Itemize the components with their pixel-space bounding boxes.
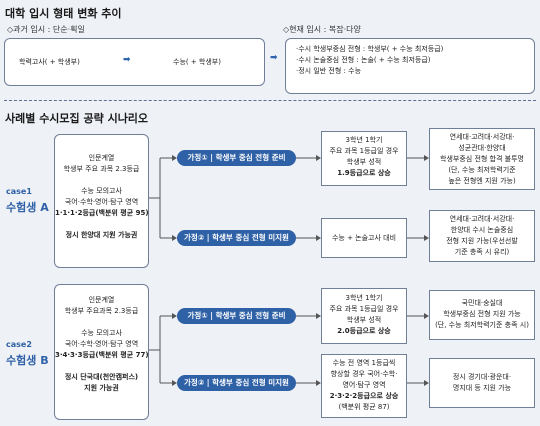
case-a-r2-line: 연세대·고려대·서강대·	[449, 215, 515, 223]
case-b-s2-line: 수능 전 영역 1등급씩	[332, 359, 396, 367]
section-divider	[4, 100, 536, 101]
case-b-s2-line: 영어·탐구 영역	[342, 381, 386, 389]
case-b-profile-line: 인문계열	[88, 296, 115, 304]
case-a-profile-line: 국어·수학·영어·탐구 영역	[64, 198, 139, 206]
case-a-s2-line: 수능 + 논술고사 대비	[331, 234, 397, 242]
case-b-profile-line: 수능 모의고사	[81, 329, 122, 337]
past-exam-label: ◇과거 입시 : 단순·획일	[7, 25, 85, 34]
case-b-scenario2-pill: 가정② | 학생부 중심 전형 미지원	[177, 375, 296, 391]
case-b-s2-line: 향상할 경우 국어·수학·	[330, 370, 398, 378]
case-a-s1-line: 학생부 성적	[346, 158, 382, 166]
case-a-profile-line	[55, 219, 148, 230]
case-b-s1-line: 2.0등급으로 상승	[337, 327, 391, 335]
case-b-r1-line: 국민대·숭실대	[461, 299, 503, 307]
case-b-label: case2	[6, 340, 32, 349]
case-b-scenario1-box: 3학년 1학기 주요 과목 1등급일 경우 학생부 성적 2.0등급으로 상승	[321, 288, 407, 344]
present-item-1: ·수시 학생부중심 전형 : 학생부( + 수능 최저등급)	[296, 45, 444, 53]
case-a-s1-line: 1.9등급으로 상승	[337, 169, 391, 177]
case-a-student: 수험생 A	[6, 201, 49, 214]
arrow-icon: ➡	[270, 53, 278, 63]
case-a-label: case1	[6, 187, 32, 196]
case-a-scenario2-result: 연세대·고려대·서강대· 한양대 수시 논술중심 전형 지원 가능(우선선발 기…	[429, 210, 535, 262]
case-a-r2-line: 기준 충족 시 유리)	[454, 248, 510, 256]
case-b-profile-line: 국어·수학·영어·탐구 영역	[64, 340, 139, 348]
case-b-profile-line: 3·4·3·3등급(백분위 평균 77)	[55, 351, 149, 359]
case-a-r2-line: 전형 지원 가능(우선선발	[446, 237, 518, 245]
case-b-profile-line: 학생부 주요과목 2.3등급	[64, 307, 139, 315]
case-a-r1-line: 연세대·고려대·서강대·	[449, 133, 515, 141]
case-a-profile-line: 1·1·1·2등급(백분위 평균 95)	[55, 209, 149, 217]
section2-title: 사례별 수시모집 공략 시나리오	[5, 112, 149, 125]
case-a-profile-line: 인문계열	[88, 154, 115, 162]
case-b-s2-line: (백분위 평균 87)	[338, 403, 390, 411]
case-a-r2-line: 한양대 수시 논술중심	[450, 226, 514, 234]
case-b-s2-line: 2·3·2·2등급으로 상승	[329, 392, 399, 400]
past-item-2: 수능( + 학생부)	[173, 58, 221, 66]
case-a-s1-line: 3학년 1학기	[345, 136, 383, 144]
case-b-s1-line: 학생부 성적	[346, 316, 382, 324]
case-a-profile: 인문계열 학생부 주요 과목 2.3등급 수능 모의고사 국어·수학·영어·탐구…	[54, 134, 149, 268]
arrow-icon: ➡	[123, 55, 131, 65]
case-b-scenario1-pill: 가정① | 학생부 중심 전형 준비	[177, 308, 296, 324]
case-a-profile-line: 학생부 주요 과목 2.3등급	[63, 165, 140, 173]
case-a-scenario1-box: 3학년 1학기 주요 과목 1등급일 경우 학생부 성적 1.9등급으로 상승	[321, 131, 407, 186]
case-b-profile: 인문계열 학생부 주요과목 2.3등급 수능 모의고사 국어·수학·영어·탐구 …	[54, 284, 149, 420]
case-b-r1-line: 학생부중심 전형 지원 가능	[443, 310, 521, 318]
present-item-2: ·수시 논술중심 전형 : 논술( + 수능 최저등급)	[296, 56, 431, 64]
past-item-1: 학력고사( + 학생부)	[19, 58, 80, 66]
present-exam-box: ·수시 학생부중심 전형 : 학생부( + 수능 최저등급) ·수시 논술중심 …	[285, 38, 535, 94]
present-exam-label: ◇현재 입시 : 복잡·다양	[283, 25, 361, 34]
case-b-r2-line: 정시 경기대·광운대·	[452, 373, 512, 381]
case-a-r1-line: 높은 전형엔 지원 가능)	[448, 177, 516, 185]
case-b-scenario2-result: 정시 경기대·광운대· 명지대 등 지원 가능	[429, 358, 535, 408]
case-a-scenario2-box: 수능 + 논술고사 대비	[321, 218, 407, 258]
case-b-profile-line	[55, 317, 148, 328]
case-a-r1-line: (단, 수능 최저학력기준	[448, 166, 516, 174]
present-item-3: ·정시 일반 전형 : 수능	[296, 67, 362, 75]
case-b-profile-line: 지원 가능권	[84, 384, 119, 392]
case-a-scenario1-result: 연세대·고려대·서강대· 성균관대·한양대 학생부중심 전형 합격 불투명 (단…	[429, 128, 535, 190]
case-a-profile-line: 수능 모의고사	[81, 187, 122, 195]
case-a-profile-line: 정시 한양대 지원 가능권	[65, 231, 138, 239]
case-b-r2-line: 명지대 등 지원 가능	[452, 384, 512, 392]
case-a-profile-line	[55, 175, 148, 186]
case-b-profile-line	[55, 361, 148, 372]
case-a-scenario2-pill: 가정② | 학생부 중심 전형 미지원	[177, 230, 296, 246]
case-a-r1-line: 학생부중심 전형 합격 불투명	[440, 155, 524, 163]
past-exam-box: 학력고사( + 학생부) ➡ 수능( + 학생부)	[4, 38, 265, 86]
case-b-s1-line: 주요 과목 1등급일 경우	[329, 305, 399, 313]
case-b-scenario2-box: 수능 전 영역 1등급씩 향상할 경우 국어·수학· 영어·탐구 영역 2·3·…	[321, 354, 407, 418]
case-b-s1-line: 3학년 1학기	[345, 294, 383, 302]
case-a-scenario1-pill: 가정① | 학생부 중심 전형 준비	[177, 150, 296, 166]
case-b-scenario1-result: 국민대·숭실대 학생부중심 전형 지원 가능 (단, 수능 최저학력기준 충족 …	[429, 290, 535, 340]
case-a-r1-line: 성균관대·한양대	[458, 144, 506, 152]
section1-title: 대학 입시 형태 변화 추이	[5, 7, 122, 20]
case-b-profile-line: 정시 단국대(천안캠퍼스)	[64, 373, 139, 381]
case-b-student: 수험생 B	[6, 354, 49, 367]
case-b-r1-line: (단, 수능 최저학력기준 충족 시)	[435, 321, 529, 329]
case-a-s1-line: 주요 과목 1등급일 경우	[329, 147, 399, 155]
